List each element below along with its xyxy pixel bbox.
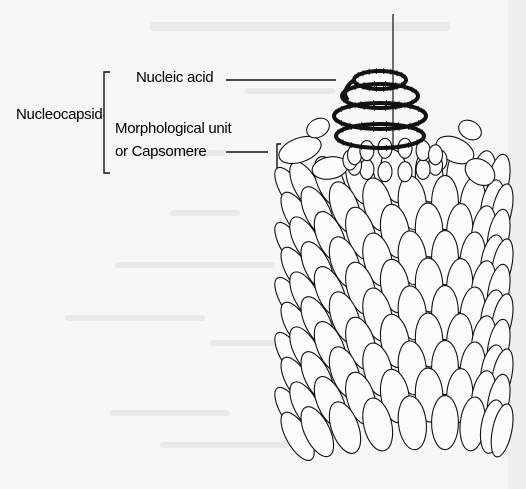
collar-subunit xyxy=(360,141,374,161)
morphological-unit-label: Morphological unit xyxy=(115,120,231,137)
collar-subunit xyxy=(416,159,430,179)
collar-subunit xyxy=(429,145,443,165)
capsomere-label: or Capsomere xyxy=(115,143,206,160)
nucleic-acid-label: Nucleic acid xyxy=(136,69,213,86)
collar-subunit xyxy=(398,162,412,182)
collar-subunit xyxy=(378,162,392,182)
collar-subunit xyxy=(360,159,374,179)
nucleocapsid-label: Nucleocapsid xyxy=(16,106,102,123)
capsid-body xyxy=(269,114,517,465)
capsomere xyxy=(432,396,459,450)
